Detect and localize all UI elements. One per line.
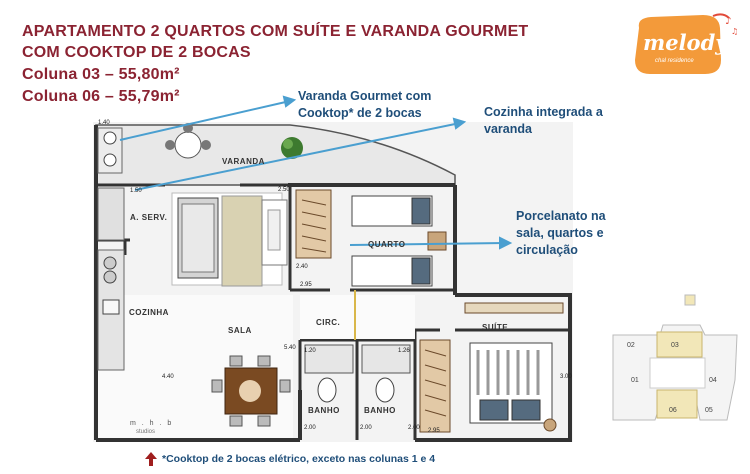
dim-label: 2.50: [278, 187, 290, 193]
studio-mark-sub: studios: [136, 429, 156, 435]
callout-cozinha-line1: Cozinha integrada a: [484, 105, 603, 119]
svg-text:♫: ♫: [731, 27, 738, 36]
callout-porcelanato-line2: sala, quartos e: [516, 226, 604, 240]
studio-mark: m . h . b: [130, 420, 174, 427]
callout-varanda: Varanda Gourmet com Cooktop* de 2 bocas: [298, 88, 431, 122]
room-label-quarto: QUARTO: [368, 240, 406, 249]
svg-text:♪: ♪: [725, 16, 731, 27]
dim-label: 2.00: [408, 425, 420, 431]
dim-label: 1.40: [98, 120, 110, 126]
key-unit-02: 02: [627, 342, 635, 349]
dim-label: 1.20: [304, 348, 316, 354]
logo-subtext: chal residence: [655, 58, 694, 64]
room-label-circ: CIRC.: [316, 318, 341, 327]
key-unit-05: 05: [705, 407, 713, 414]
area-coluna-06: Coluna 06 – 55,79m²: [22, 88, 180, 105]
callout-porcelanato: Porcelanato na sala, quartos e circulaçã…: [516, 208, 606, 259]
room-label-varanda: VARANDA: [222, 157, 265, 166]
room-label-sala: SALA: [228, 326, 252, 335]
footnote-arrow-icon: [145, 452, 157, 466]
key-unit-01: 01: [631, 377, 639, 384]
callout-varanda-line1: Varanda Gourmet com: [298, 89, 432, 103]
dim-label: 2.95: [300, 282, 312, 288]
dim-label: 2.00: [360, 425, 372, 431]
dim-label: 2.40: [296, 264, 308, 270]
footnote: *Cooktop de 2 bocas elétrico, exceto nas…: [162, 453, 436, 465]
dim-label: 3.00: [560, 374, 572, 380]
room-label-cozinha: COZINHA: [129, 308, 169, 317]
title-line-1: APARTAMENTO 2 QUARTOS COM SUÍTE E VARAND…: [22, 23, 529, 40]
room-label-banho-2: BANHO: [364, 406, 396, 415]
dim-label: 2.95: [428, 428, 440, 434]
key-unit-03: 03: [671, 342, 679, 349]
callout-varanda-line2: Cooktop* de 2 bocas: [298, 106, 422, 120]
key-unit-04: 04: [709, 377, 717, 384]
dim-label: 4.40: [162, 374, 174, 380]
area-coluna-03: Coluna 03 – 55,80m²: [22, 66, 180, 83]
melody-logo: ♪ ♫ melody chal residence: [625, 10, 740, 80]
callout-porcelanato-line3: circulação: [516, 243, 578, 257]
callout-cozinha: Cozinha integrada a varanda: [484, 104, 603, 138]
key-unit-06: 06: [669, 407, 677, 414]
dim-label: 5.40: [284, 345, 296, 351]
dim-label: 1.50: [130, 188, 142, 194]
dim-label: 1.26: [398, 348, 410, 354]
callout-cozinha-line2: varanda: [484, 122, 532, 136]
key-plan: 02 03 01 04 06 05: [605, 290, 745, 440]
room-label-aserv: A. SERV.: [130, 213, 168, 222]
room-label-suite: SUÍTE: [482, 323, 509, 332]
title-line-2: COM COOKTOP DE 2 BOCAS: [22, 44, 251, 61]
callout-porcelanato-line1: Porcelanato na: [516, 209, 606, 223]
room-label-banho-1: BANHO: [308, 406, 340, 415]
logo-text: melody: [643, 30, 728, 55]
dim-label: 2.00: [304, 425, 316, 431]
